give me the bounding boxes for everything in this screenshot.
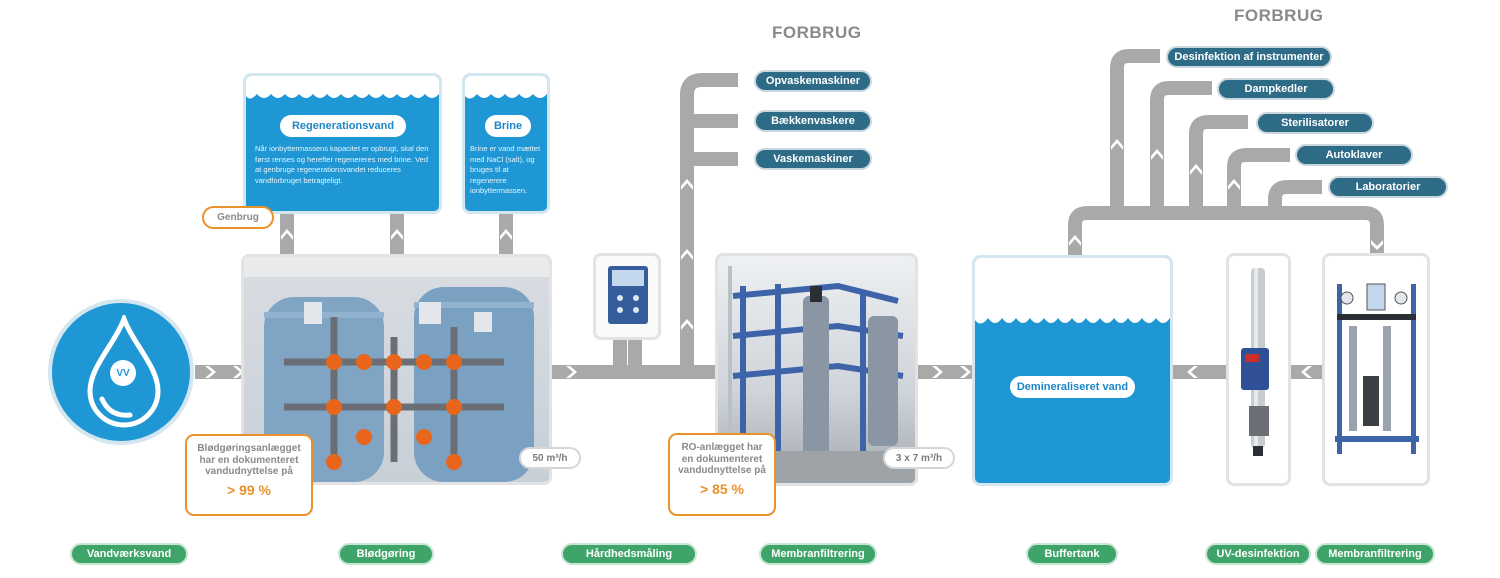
wave-decoration (246, 76, 439, 99)
regeneration-text: Når ionbyttermassens kapacitet er opbrug… (255, 144, 429, 185)
forbrug-heading-1: FORBRUG (772, 23, 862, 42)
source-badge: VV (110, 360, 136, 386)
water-drop-icon (87, 315, 161, 428)
consumer-desinfektion: Desinfektion af instrumenter (1166, 46, 1332, 68)
regeneration-title: Regenerationsvand (280, 115, 406, 137)
wave-decoration (465, 76, 547, 99)
softening-efficiency-text: Blødgøringsanlægget har en dokumenteret … (197, 443, 301, 477)
uv-device-illustration (1241, 268, 1269, 456)
consumer-vaskemaskiner: Vaskemaskiner (754, 148, 872, 170)
wave-decoration (975, 258, 1170, 324)
ro-flow-rate: 3 x 7 m³/h (883, 447, 955, 469)
consumer-laboratorier: Laboratorier (1328, 176, 1448, 198)
softening-efficiency-callout: Blødgøringsanlægget har en dokumenteret … (185, 434, 313, 516)
controller-device-icon (608, 266, 648, 324)
membrane-filtration-unit-photo (1322, 253, 1430, 486)
hardness-controller-photo (593, 253, 661, 340)
step-bloedgoering: Blødgøring (338, 543, 434, 565)
softening-flow-rate: 50 m³/h (519, 447, 581, 469)
step-membranfiltrering-1: Membranfiltrering (759, 543, 877, 565)
softening-plant-illustration (244, 257, 549, 482)
brine-text: Brine er vand mættet med NaCl (salt), og… (470, 144, 541, 195)
regeneration-box: Regenerationsvand Når ionbyttermassens k… (243, 73, 442, 214)
consumer-sterilisatorer: Sterilisatorer (1256, 112, 1374, 134)
consumer-autoklaver: Autoklaver (1295, 144, 1413, 166)
consumer-opvaskemaskiner: Opvaskemaskiner (754, 70, 872, 92)
consumer-dampkedler: Dampkedler (1217, 78, 1335, 100)
water-source-circle: VV (48, 299, 194, 445)
tank-label: Demineraliseret vand (1010, 376, 1135, 398)
brine-box: Brine Brine er vand mættet med NaCl (sal… (462, 73, 550, 214)
consumer-baekkenvaskere: Bækkenvaskere (754, 110, 872, 132)
membrane-unit-illustration (1335, 283, 1419, 454)
uv-disinfection-photo (1226, 253, 1291, 486)
step-buffertank: Buffertank (1026, 543, 1118, 565)
genbrug-text: Genbrug (217, 212, 259, 223)
ro-efficiency-text: RO-anlægget har en dokumenteret vandudny… (678, 442, 766, 476)
step-membranfiltrering-2: Membranfiltrering (1315, 543, 1435, 565)
step-vandvaerksvand: Vandværksvand (70, 543, 188, 565)
source-badge-text: VV (116, 367, 130, 379)
ro-efficiency-callout: RO-anlægget har en dokumenteret vandudny… (668, 433, 776, 516)
ro-efficiency-value: > 85 % (700, 480, 744, 497)
buffer-tank: Demineraliseret vand (972, 255, 1173, 486)
forbrug-heading-2: FORBRUG (1234, 6, 1324, 25)
step-uv-desinfektion: UV-desinfektion (1205, 543, 1311, 565)
brine-title: Brine (485, 115, 531, 137)
genbrug-label: Genbrug (202, 206, 274, 229)
softening-efficiency-value: > 99 % (227, 481, 271, 498)
step-haardhedsmaaling: Hårdhedsmåling (561, 543, 697, 565)
